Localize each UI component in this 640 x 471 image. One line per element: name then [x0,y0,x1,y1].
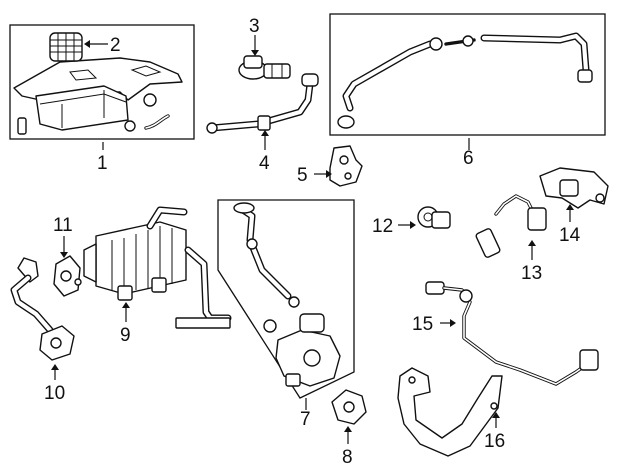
callout-1: 1 [97,153,108,174]
callout-13: 13 [521,263,542,284]
part-1-frame [9,24,195,140]
callout-16: 16 [484,431,505,452]
part-13-oxygen-sensor[interactable] [475,194,547,258]
part-3-vsv-valve[interactable] [238,55,291,80]
part-14-sensor-bracket[interactable] [539,167,609,209]
part-9-egr-cooler[interactable] [83,206,232,329]
callout-6: 6 [463,148,474,169]
part-5-bracket[interactable] [329,145,363,187]
part-16-heat-shield-bracket[interactable] [397,367,503,457]
callout-2: 2 [110,35,121,56]
callout-10: 10 [44,383,65,404]
callout-4: 4 [259,153,270,174]
part-15-sensor-harness[interactable] [425,281,599,386]
callout-5: 5 [297,165,308,186]
callout-11: 11 [53,215,73,236]
part-6-frame [329,13,606,136]
part-12-pressure-sensor[interactable] [417,206,451,229]
part-4-vacuum-hose[interactable] [206,73,319,134]
callout-7: 7 [300,409,311,430]
part-11-gasket[interactable] [53,255,82,297]
part-7-frame [217,199,355,399]
part-1-charcoal-canister-assembly[interactable] [9,24,195,140]
callout-14: 14 [559,225,581,246]
part-10-egr-pipe[interactable] [10,257,75,361]
callout-15: 15 [412,314,433,335]
part-2-canister-filter[interactable] [49,32,83,62]
part-8-gasket[interactable] [331,389,367,425]
callout-3: 3 [249,16,260,37]
part-6-vent-pipe-assembly[interactable] [329,13,606,136]
callout-9: 9 [120,325,131,346]
part-7-egr-valve-assembly[interactable] [217,199,355,399]
leader-lines [51,35,574,444]
callout-8: 8 [342,447,353,468]
callout-12: 12 [372,216,393,237]
